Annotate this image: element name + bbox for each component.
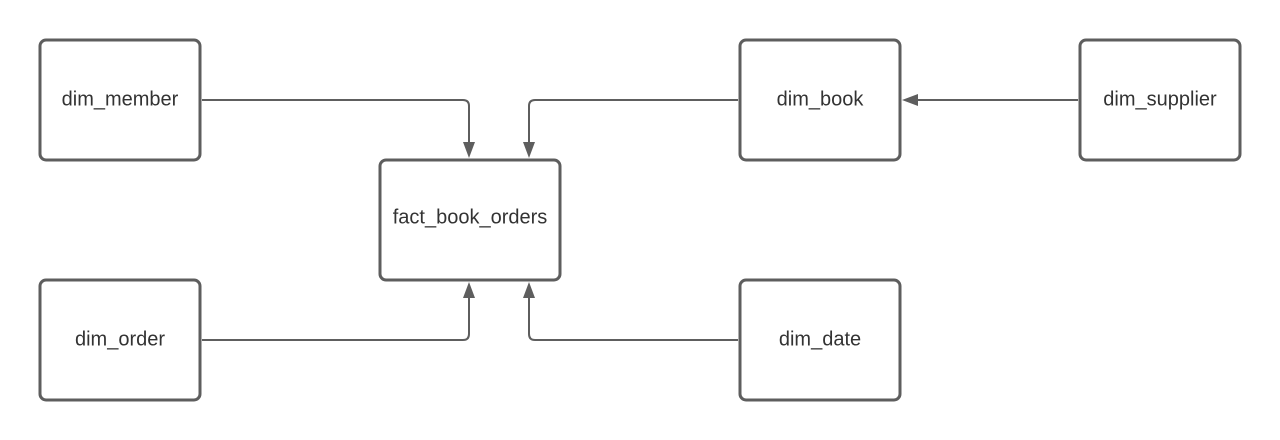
dim-date-box[interactable] — [738, 278, 902, 402]
arrowhead-dim-date — [523, 282, 535, 298]
dim-date-label: dim_date — [779, 328, 861, 350]
arrowhead-dim-supplier — [902, 94, 918, 106]
arrowhead-dim-order — [463, 282, 475, 298]
node-dim-supplier[interactable]: dim_supplier — [1078, 38, 1242, 162]
fact-book-orders-box[interactable] — [378, 158, 562, 282]
edge-dim-member-to-fact — [202, 99, 470, 143]
fact-book-orders-label: fact_book_orders — [393, 206, 548, 228]
dim-book-box[interactable] — [738, 38, 902, 162]
dim-order-box[interactable] — [38, 278, 202, 402]
arrowhead-dim-book — [523, 142, 535, 158]
dim-member-label: dim_member — [62, 88, 179, 110]
edge-dim-order-to-fact — [202, 298, 470, 341]
arrowhead-dim-member — [463, 142, 475, 158]
node-dim-date[interactable]: dim_date — [738, 278, 902, 402]
dim-book-label: dim_book — [777, 88, 865, 110]
edge-dim-date-to-fact — [528, 298, 738, 341]
dim-order-label: dim_order — [75, 328, 165, 350]
node-dim-order[interactable]: dim_order — [38, 278, 202, 402]
node-fact-book-orders[interactable]: fact_book_orders — [378, 158, 562, 282]
dim-supplier-box[interactable] — [1078, 38, 1242, 162]
node-dim-book[interactable]: dim_book — [738, 38, 902, 162]
connectors — [202, 94, 1078, 341]
edge-dim-book-to-fact — [528, 99, 738, 143]
dim-supplier-label: dim_supplier — [1103, 88, 1217, 110]
node-dim-member[interactable]: dim_member — [38, 38, 202, 162]
dim-member-box[interactable] — [38, 38, 202, 162]
